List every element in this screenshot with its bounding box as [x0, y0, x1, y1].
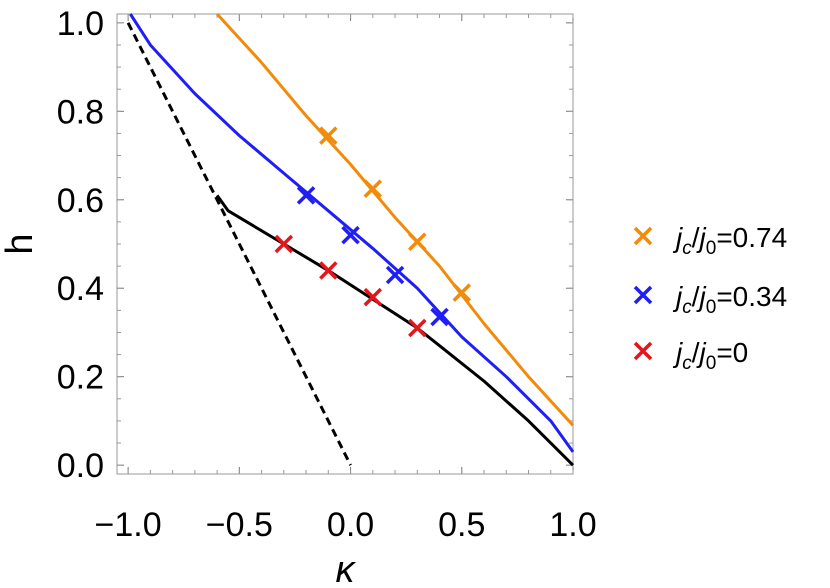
series-marker-black [408, 318, 427, 338]
series-marker-orange [452, 283, 472, 302]
series-marker-blue [430, 307, 449, 327]
x-tick-label: 1.0 [549, 506, 596, 544]
y-axis-tick-labels: 0.0 0.2 0.4 0.6 0.8 1.0 [57, 5, 104, 485]
series-line-dashed [126, 22, 352, 466]
legend-label: jc/j0=0 [672, 337, 748, 374]
series-marker-orange [363, 179, 383, 198]
series-markers [274, 126, 472, 338]
series-marker-blue [296, 186, 316, 205]
legend: jc/j0=0.74 jc/j0=0.34 jc/j0=0 [633, 222, 787, 374]
y-tick-label: 1.0 [57, 5, 104, 43]
series-line-black [215, 194, 575, 467]
x-axis-ticks [127, 14, 574, 474]
legend-marker-icon [633, 285, 653, 305]
y-tick-label: 0.0 [57, 447, 104, 485]
x-tick-label: −0.5 [206, 506, 273, 544]
y-axis-label: h [0, 233, 41, 254]
series-marker-blue [341, 225, 360, 245]
x-tick-label: 0.0 [327, 506, 374, 544]
y-tick-label: 0.2 [57, 359, 104, 397]
legend-label: jc/j0=0.34 [672, 281, 787, 318]
y-tick-label: 0.6 [57, 182, 104, 220]
series-marker-orange [408, 232, 427, 252]
series-marker-black [274, 234, 294, 254]
y-tick-label: 0.8 [57, 93, 104, 131]
x-tick-label: −1.0 [95, 506, 162, 544]
legend-item: jc/j0=0 [633, 337, 748, 374]
series-lines [126, 12, 575, 467]
series-marker-black [319, 261, 338, 280]
series-line-blue [129, 13, 575, 453]
legend-item: jc/j0=0.74 [633, 222, 787, 259]
y-axis-ticks [117, 22, 573, 466]
series-marker-blue [385, 265, 405, 285]
legend-label: jc/j0=0.74 [672, 222, 787, 259]
x-axis-label: κ [336, 549, 357, 588]
legend-item: jc/j0=0.34 [633, 281, 787, 318]
legend-marker-icon [633, 341, 653, 361]
x-axis-tick-labels: −1.0 −0.5 0.0 0.5 1.0 [95, 506, 597, 544]
series-marker-orange [319, 126, 338, 145]
series-line-orange [215, 12, 575, 427]
y-tick-label: 0.4 [57, 270, 104, 308]
legend-marker-icon [633, 226, 653, 246]
x-tick-label: 0.5 [438, 506, 485, 544]
series-marker-black [363, 287, 383, 307]
